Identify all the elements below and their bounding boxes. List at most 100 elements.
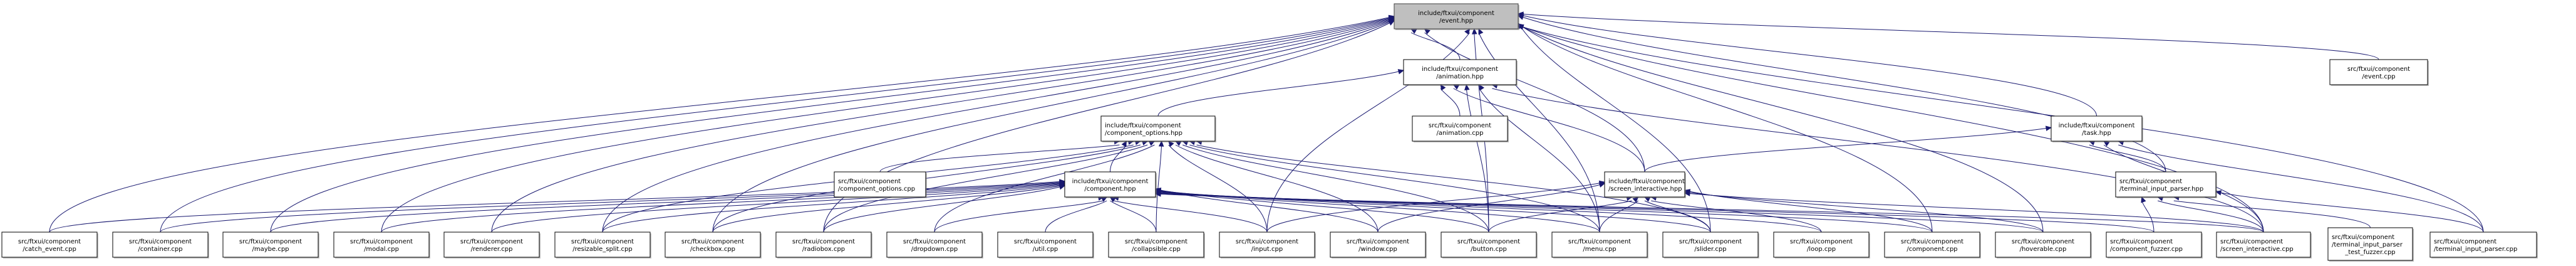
edge-button_cpp-to-component_options_hpp (1182, 144, 1489, 233)
node-label-line: src/ftxui/component (1790, 238, 1853, 245)
node-label-line: /checkbox.cpp (690, 246, 735, 253)
node-label-line: src/ftxui/component (2012, 238, 2074, 245)
node-component-cpp[interactable]: src/ftxui/component/component.cpp (1884, 231, 1981, 258)
node-label-line: include/ftxui/component (1418, 10, 1494, 17)
node-box (222, 231, 319, 258)
edge-collapsible_cpp-to-component_hpp (1110, 200, 1157, 233)
node-label-line: /screen_interactive.hpp (1608, 186, 1682, 193)
node-dropdown-cpp[interactable]: src/ftxui/component/dropdown.cpp (886, 231, 983, 258)
node-label-line: /slider.cpp (1694, 246, 1726, 253)
node-box (1330, 231, 1426, 258)
node-box (1551, 231, 1648, 258)
node-component-hpp[interactable]: include/ftxui/component/component.hpp (1064, 171, 1157, 198)
edge-terminal_input_parser_hpp-to-event_hpp (1518, 15, 2166, 173)
node-radiobox-cpp[interactable]: src/ftxui/component/radiobox.cpp (775, 231, 872, 258)
node-label-line: src/ftxui/component (460, 238, 523, 245)
node-component-fuzzer-cpp[interactable]: src/ftxui/component/component_fuzzer.cpp (2106, 231, 2203, 258)
arrowhead-terminal_input_parser_hpp-to-event_hpp (1517, 14, 1524, 20)
node-label-line: include/ftxui/component (1072, 178, 1149, 185)
node-label-line: /menu.cpp (1583, 246, 1616, 253)
node-component-options-cpp[interactable]: src/ftxui/component/component_options.cp… (834, 171, 927, 198)
edge-input_cpp-to-component_hpp (1113, 200, 1268, 233)
node-terminal-input-parser-test-fuzzer-cpp[interactable]: src/ftxui/component/terminal_input_parse… (2327, 227, 2414, 262)
node-label-line: src/ftxui/component (838, 178, 901, 185)
node-label-line: /terminal_input_parser.cpp (2434, 246, 2517, 253)
edge-renderer_cpp-to-event_hpp (491, 18, 1395, 233)
node-label-line: /terminal_input_parser (2332, 242, 2403, 248)
node-event-cpp[interactable]: src/ftxui/component/event.cpp (2329, 59, 2429, 86)
node-box (2051, 115, 2143, 142)
node-util-cpp[interactable]: src/ftxui/component/util.cpp (997, 231, 1094, 258)
node-label-line: /input.cpp (1251, 246, 1283, 253)
node-label-line: /event.cpp (2362, 73, 2395, 80)
edge-animation_hpp-to-event_hpp (1410, 32, 1461, 60)
node-button-cpp[interactable]: src/ftxui/component/button.cpp (1441, 231, 1538, 258)
arrowhead-button_cpp-to-event_hpp (1472, 28, 1477, 35)
node-label-line: /component_options.cpp (838, 186, 915, 193)
node-terminal-input-parser-cpp[interactable]: src/ftxui/component/terminal_input_parse… (2429, 231, 2538, 258)
node-animation-cpp[interactable]: src/ftxui/component/animation.cpp (1412, 115, 1509, 142)
edges-layer (49, 11, 2484, 233)
node-maybe-cpp[interactable]: src/ftxui/component/maybe.cpp (222, 231, 319, 258)
edge-slider_cpp-to-screen_interactive_hpp (1644, 200, 1711, 233)
node-label-line: /window.cpp (1358, 246, 1397, 253)
node-label-line: src/ftxui/component (792, 238, 855, 245)
node-label-line: /hoverable.cpp (2020, 246, 2067, 253)
node-loop-cpp[interactable]: src/ftxui/component/loop.cpp (1773, 231, 1870, 258)
node-component-options-hpp[interactable]: include/ftxui/component/component_option… (1100, 115, 1216, 142)
node-input-cpp[interactable]: src/ftxui/component/input.cpp (1219, 231, 1316, 258)
edge-loop_cpp-to-screen_interactive_hpp (1651, 200, 1822, 233)
node-label-line: /task.hpp (2082, 130, 2111, 137)
node-label-line: src/ftxui/component (1568, 238, 1631, 245)
arrowhead-radiobox_cpp-to-component_hpp (1058, 184, 1066, 190)
node-box (1412, 115, 1508, 142)
node-label-line: /renderer.cpp (471, 246, 513, 253)
node-event-hpp[interactable]: include/ftxui/component/event.hpp (1394, 3, 1519, 30)
node-box (2216, 231, 2311, 258)
node-screen-interactive-hpp[interactable]: include/ftxui/component/screen_interacti… (1604, 171, 1686, 198)
node-window-cpp[interactable]: src/ftxui/component/window.cpp (1330, 231, 1427, 258)
edge-button_cpp-to-animation_hpp (1466, 88, 1489, 233)
edge-screen_interactive_hpp-to-event_hpp (1424, 32, 1645, 173)
node-label-line: src/ftxui/component (2347, 66, 2410, 73)
edge-input_cpp-to-component_options_hpp (1168, 144, 1268, 233)
node-label-line: src/ftxui/component (2332, 234, 2394, 241)
node-resizable-split-cpp[interactable]: src/ftxui/component/resizable_split.cpp (554, 231, 651, 258)
node-modal-cpp[interactable]: src/ftxui/component/modal.cpp (333, 231, 430, 258)
edge-container_cpp-to-event_hpp (160, 16, 1395, 233)
node-label-line: include/ftxui/component (1608, 178, 1685, 185)
node-collapsible-cpp[interactable]: src/ftxui/component/collapsible.cpp (1108, 231, 1205, 258)
node-catch-event-cpp[interactable]: src/ftxui/component/catch_event.cpp (1, 231, 98, 258)
node-menu-cpp[interactable]: src/ftxui/component/menu.cpp (1551, 231, 1648, 258)
node-label-line: /loop.cpp (1807, 246, 1836, 253)
node-label-line: src/ftxui/component (2119, 178, 2182, 185)
arrowhead-collapsible_cpp-to-component_options_hpp (1158, 140, 1164, 147)
edge-window_cpp-to-screen_interactive_hpp (1377, 183, 1605, 233)
node-slider-cpp[interactable]: src/ftxui/component/slider.cpp (1662, 231, 1759, 258)
node-renderer-cpp[interactable]: src/ftxui/component/renderer.cpp (443, 231, 541, 258)
node-label-line: include/ftxui/component (1105, 122, 1181, 129)
node-hoverable-cpp[interactable]: src/ftxui/component/hoverable.cpp (1995, 231, 2092, 258)
node-animation-hpp[interactable]: include/ftxui/component/animation.hpp (1403, 59, 1518, 86)
node-box (1773, 231, 1870, 258)
edge-resizable_split_cpp-to-component_options_hpp (602, 144, 1134, 233)
node-screen-interactive-cpp[interactable]: src/ftxui/component/screen_interactive.c… (2216, 231, 2312, 258)
edge-menu_cpp-to-screen_interactive_hpp (1599, 200, 1639, 233)
node-label-line: /resizable_split.cpp (572, 246, 632, 253)
node-container-cpp[interactable]: src/ftxui/component/container.cpp (112, 231, 209, 258)
edge-terminal_input_parser_test_fuzzer_cpp-to-terminal_input_parser_hpp (2173, 200, 2371, 228)
node-label-line: /modal.cpp (364, 246, 399, 253)
edge-collapsible_cpp-to-component_options_hpp (1156, 144, 1162, 233)
node-box (1884, 231, 1980, 258)
edge-component_cpp-to-event_hpp (1518, 23, 1933, 233)
node-terminal-input-parser-hpp[interactable]: src/ftxui/component/terminal_input_parse… (2115, 171, 2217, 198)
edge-container_cpp-to-component_hpp (160, 181, 1065, 233)
node-label-line: src/ftxui/component (1429, 122, 1491, 129)
node-box (2329, 59, 2428, 85)
edge-menu_cpp-to-event_hpp (1478, 32, 1600, 233)
node-task-hpp[interactable]: include/ftxui/component/task.hpp (2051, 115, 2143, 142)
node-label-line: src/ftxui/component (129, 238, 192, 245)
node-checkbox-cpp[interactable]: src/ftxui/component/checkbox.cpp (665, 231, 762, 258)
edge-input_cpp-to-screen_interactive_hpp (1266, 181, 1605, 233)
node-label-line: /maybe.cpp (252, 246, 289, 253)
